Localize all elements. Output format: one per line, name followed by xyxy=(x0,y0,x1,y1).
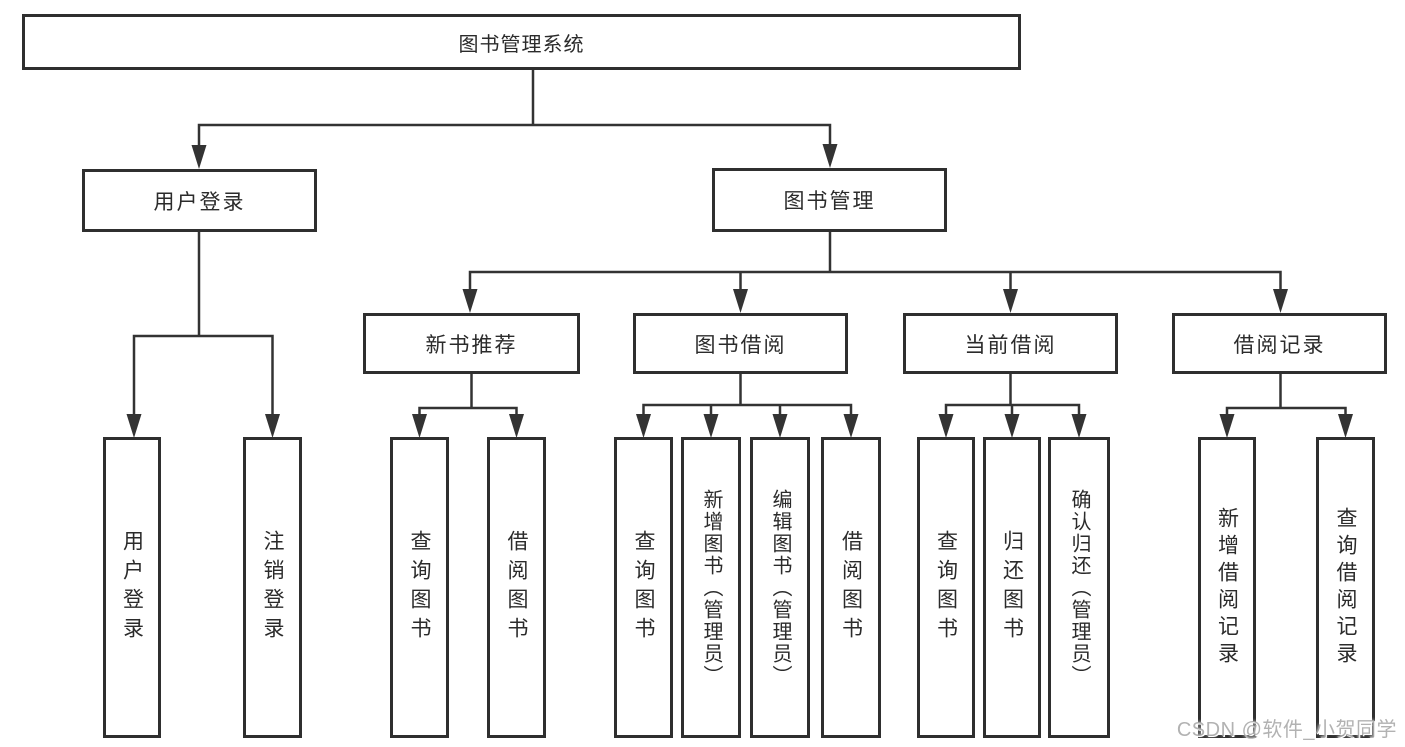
leaf-user-login-label: 用户登录 xyxy=(120,529,144,646)
arrowheads xyxy=(126,144,1353,438)
connector-records-to-leaves xyxy=(1225,372,1347,425)
connector-root-to-level1 xyxy=(197,67,832,152)
leaf-borrow-query-books: 查询图书 xyxy=(614,437,673,738)
leaf-records-query-borrow-record-label: 查询借阅记录 xyxy=(1334,506,1357,669)
leaf-records-add-borrow-record: 新增借阅记录 xyxy=(1198,437,1256,738)
csdn-watermark: CSDN @软件_小贺同学 xyxy=(1176,719,1397,741)
leaf-newrec-borrow-books-label: 借阅图书 xyxy=(505,529,528,646)
leaf-newrec-borrow-books: 借阅图书 xyxy=(487,437,546,738)
leaf-records-add-borrow-record-label: 新增借阅记录 xyxy=(1215,506,1239,669)
leaf-newrec-query-books: 查询图书 xyxy=(390,437,449,738)
node-borrowing-records: 借阅记录 xyxy=(1172,313,1387,374)
leaf-borrow-add-books-admin-label: 新增图书（管理员） xyxy=(700,488,722,687)
leaf-borrow-edit-books-admin-label: 编辑图书（管理员） xyxy=(769,488,791,687)
leaf-newrec-query-books-label: 查询图书 xyxy=(408,529,431,646)
node-library-management-system: 图书管理系统 xyxy=(22,14,1021,70)
leaf-current-query-books-label: 查询图书 xyxy=(934,529,958,646)
leaf-records-query-borrow-record: 查询借阅记录 xyxy=(1316,437,1375,738)
node-user-login: 用户登录 xyxy=(82,169,317,232)
connector-user-login-to-leaves xyxy=(132,230,274,425)
leaf-logout-login: 注销登录 xyxy=(243,437,302,738)
node-book-borrowing: 图书借阅 xyxy=(633,313,848,374)
leaf-borrow-add-books-admin: 新增图书（管理员） xyxy=(681,437,741,738)
node-book-management: 图书管理 xyxy=(712,168,947,232)
leaf-borrow-query-books-label: 查询图书 xyxy=(632,529,655,646)
leaf-borrow-borrow-books-label: 借阅图书 xyxy=(839,529,863,646)
leaf-user-login: 用户登录 xyxy=(103,437,161,738)
leaf-logout-login-label: 注销登录 xyxy=(261,529,284,646)
leaf-borrow-edit-books-admin: 编辑图书（管理员） xyxy=(750,437,810,738)
node-current-borrowing: 当前借阅 xyxy=(903,313,1118,374)
connector-book-borrow-to-leaves xyxy=(642,372,853,425)
leaf-borrow-borrow-books: 借阅图书 xyxy=(821,437,881,738)
leaf-current-return-books-label: 归还图书 xyxy=(1000,529,1024,646)
leaf-current-return-books: 归还图书 xyxy=(983,437,1041,738)
leaf-current-confirm-return-admin-label: 确认归还（管理员） xyxy=(1068,488,1090,687)
connector-book-mgmt-to-level2 xyxy=(468,230,1282,299)
connector-new-rec-to-leaves xyxy=(418,372,518,425)
node-new-book-recommendation: 新书推荐 xyxy=(363,313,580,374)
leaf-current-confirm-return-admin: 确认归还（管理员） xyxy=(1048,437,1110,738)
leaf-current-query-books: 查询图书 xyxy=(917,437,975,738)
